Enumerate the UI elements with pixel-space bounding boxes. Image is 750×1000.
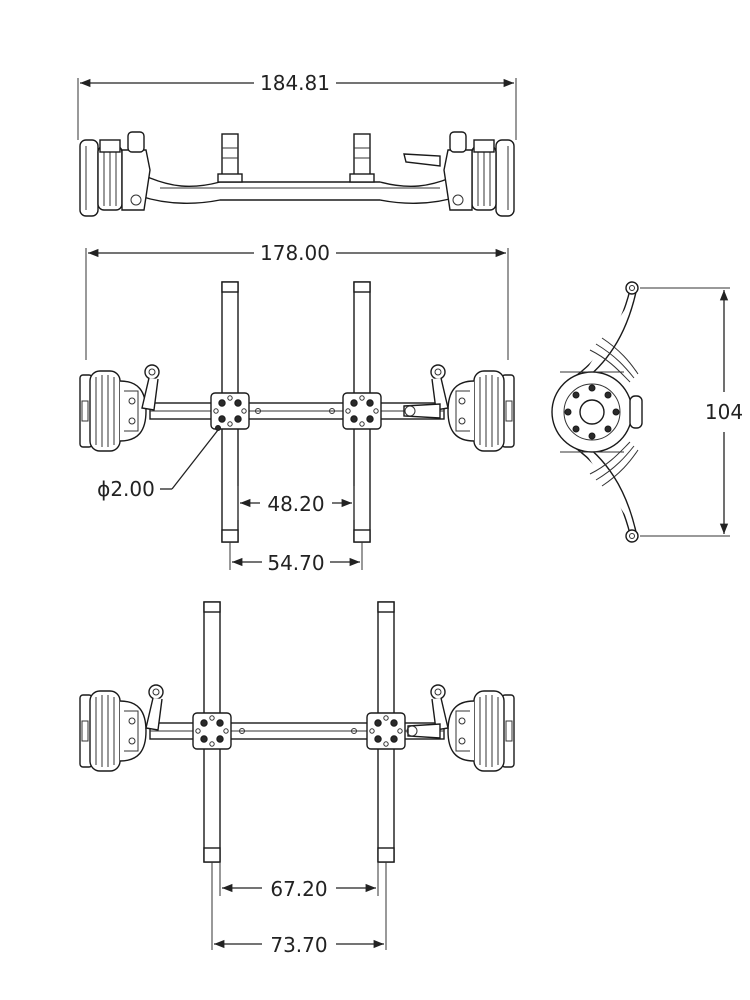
- front-length-dimension: 178.00: [260, 241, 330, 265]
- overall-length-dimension: 184.81: [260, 71, 330, 95]
- side-height-dimension: 104: [705, 400, 743, 424]
- spring-inner-dimension: 48.20: [267, 492, 324, 516]
- bottom-view: 67.20 73.70: [79, 601, 515, 957]
- side-view: 104: [551, 281, 743, 543]
- front-view: 178.00 ϕ2.00 48.20: [79, 241, 515, 575]
- spring-outer-wide-dimension: 73.70: [270, 933, 327, 957]
- top-view: 184.81: [77, 71, 517, 217]
- hole-diameter-dimension: ϕ2.00: [97, 477, 155, 501]
- spring-outer-dimension: 54.70: [267, 551, 324, 575]
- spring-inner-wide-dimension: 67.20: [270, 877, 327, 901]
